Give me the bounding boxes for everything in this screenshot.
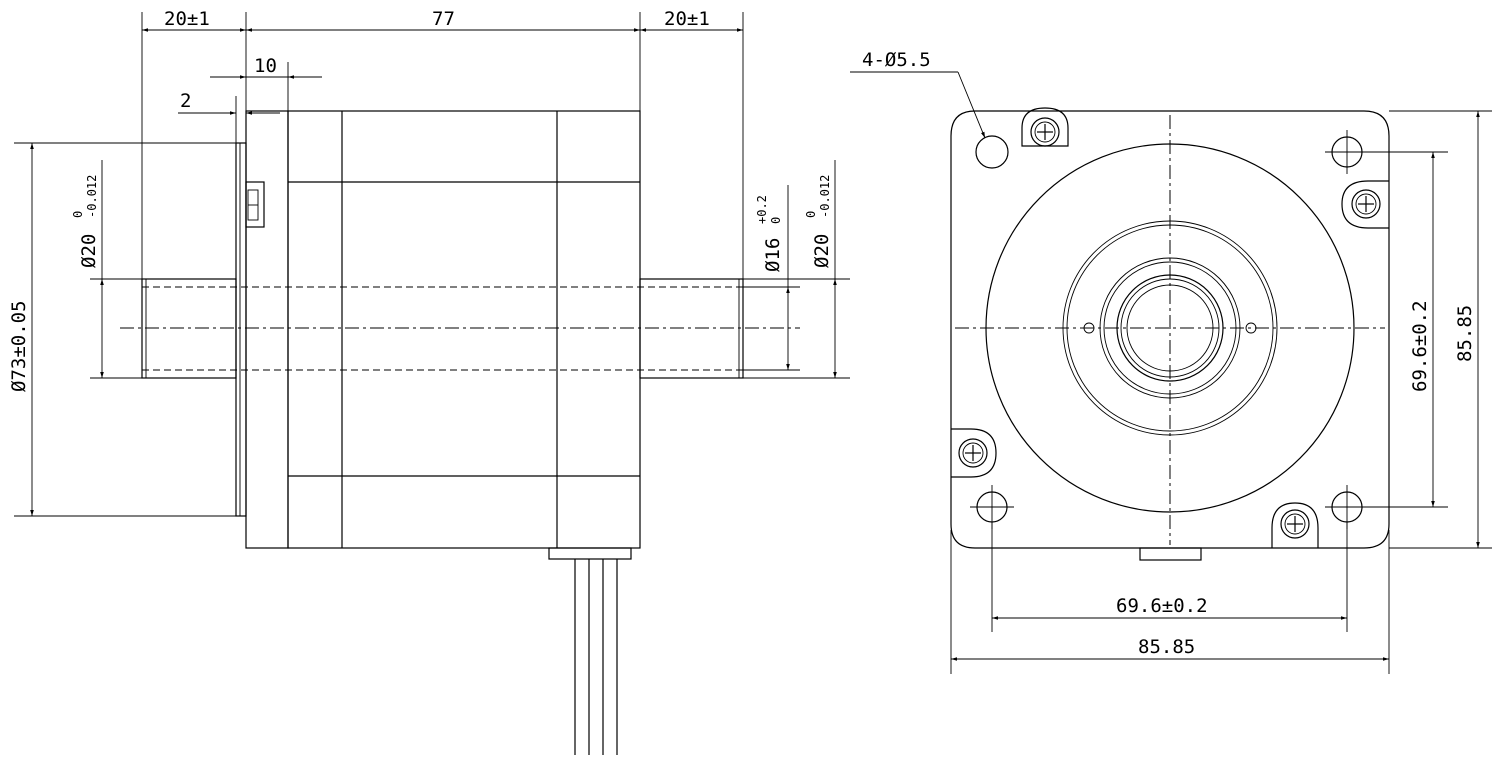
- screw-bottom: [1271, 502, 1319, 548]
- small-hole-left: [1083, 322, 1095, 334]
- dim-mount-holes: 4-Ø5.5: [862, 49, 931, 71]
- flange-connector: [245, 181, 265, 228]
- svg-text:0: 0: [71, 211, 85, 218]
- front-cable-outlet: [1139, 547, 1202, 561]
- mounting-boss: [235, 142, 247, 517]
- dim-body-length: 77: [432, 8, 455, 30]
- stator-circle: [985, 143, 1355, 513]
- mount-hole-top-left: [975, 135, 1009, 169]
- motor-body: [287, 110, 641, 549]
- svg-text:0: 0: [769, 217, 783, 224]
- dim-front-shaft-length: 20±1: [164, 8, 210, 30]
- dim-rear-shaft-diameter: Ø20 0 -0.012: [804, 175, 833, 268]
- dim-body-width: 85.85: [1138, 636, 1195, 658]
- front-shaft: [141, 278, 237, 379]
- small-hole-right: [1245, 322, 1257, 334]
- svg-text:Ø20: Ø20: [811, 234, 833, 268]
- dim-rear-shaft-length: 20±1: [664, 8, 710, 30]
- dim-flat-diameter: Ø16 +0.2 0: [755, 195, 784, 272]
- screw-left: [951, 428, 997, 478]
- dim-hole-pitch-horizontal: 69.6±0.2: [1116, 595, 1208, 617]
- svg-text:Ø20: Ø20: [78, 234, 100, 268]
- dim-hole-pitch-vertical: 69.6±0.2: [1409, 300, 1431, 392]
- side-view: 20±1 77 20±1 10 2 Ø73±0.05 Ø20 0 -0.012: [8, 8, 850, 755]
- dim-front-shaft-diameter: Ø20 0 -0.012: [71, 175, 100, 268]
- svg-text:-0.012: -0.012: [818, 175, 832, 218]
- screw-top: [1021, 107, 1069, 147]
- front-view: 4-Ø5.5 69.6±0.2 85.85 69.6±0.2 85.85: [850, 49, 1492, 674]
- front-body-outline: [950, 110, 1390, 549]
- svg-text:-0.012: -0.012: [85, 175, 99, 218]
- dim-body-height: 85.85: [1454, 305, 1476, 362]
- cable-outlet: [548, 547, 632, 560]
- flange: [245, 110, 289, 549]
- svg-text:Ø16: Ø16: [762, 238, 784, 272]
- svg-text:+0.2: +0.2: [755, 195, 769, 224]
- dim-boss-diameter: Ø73±0.05: [8, 300, 30, 392]
- dim-boss-thickness: 2: [180, 90, 191, 112]
- dim-flange-thickness: 10: [254, 55, 277, 77]
- svg-text:0: 0: [804, 211, 818, 218]
- screw-right: [1341, 180, 1389, 229]
